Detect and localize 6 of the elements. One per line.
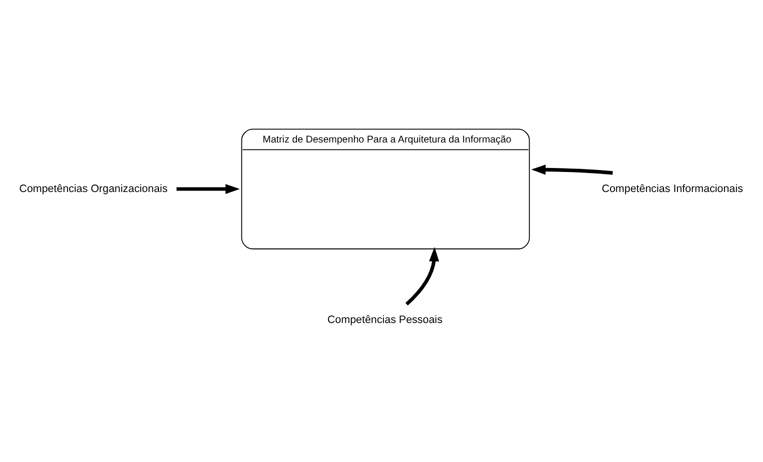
arrow: [176, 184, 240, 194]
node-text: Competências Informacionais: [602, 182, 743, 195]
node-text: Competências Pessoais: [327, 314, 442, 326]
node-text: Competências Organizacionais: [19, 182, 168, 195]
arrow: [405, 247, 440, 306]
arrow: [531, 164, 613, 175]
